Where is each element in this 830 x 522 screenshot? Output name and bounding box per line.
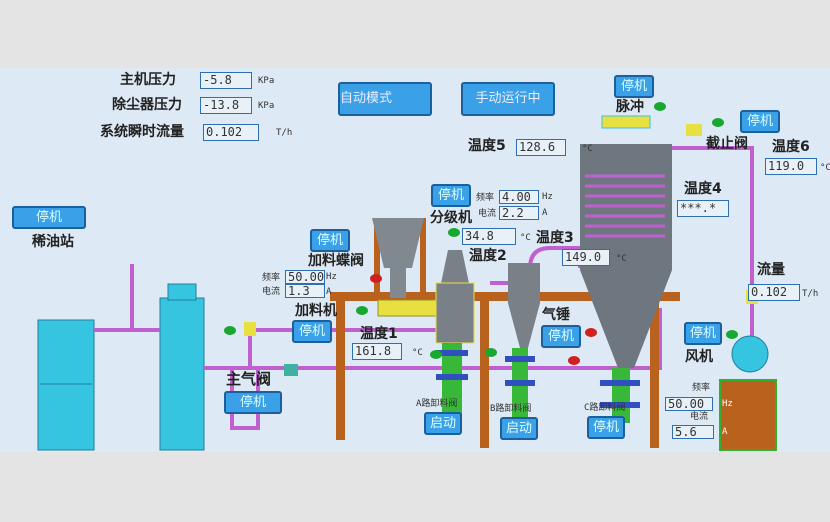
discharge-a-start-button[interactable]: 启动: [424, 412, 462, 435]
air-hammer-stop-button[interactable]: 停机: [541, 325, 581, 348]
auto-mode-button[interactable]: 自动模式: [338, 82, 432, 116]
shutoff-valve-indicator: [712, 118, 724, 127]
current-label: 电流: [478, 209, 497, 219]
pressure-unit: KPa: [258, 101, 275, 111]
temp5-label: 温度5: [468, 138, 506, 154]
classifier-stop-button[interactable]: 停机: [431, 184, 471, 207]
fan-stop-button[interactable]: 停机: [684, 322, 722, 345]
pulse-status-indicator: [654, 102, 666, 111]
temp2-value: 34.8: [462, 228, 516, 245]
temp4-value: ***.*: [677, 200, 729, 217]
oil-station-tank: [37, 319, 95, 451]
hmi-screen: 主机压力 -5.8 KPa 除尘器压力 -13.8 KPa 系统瞬时流量 0.1…: [0, 68, 830, 452]
feed-valve-stop-button[interactable]: 停机: [310, 229, 350, 252]
discharge-a-valve: [442, 343, 462, 423]
feeder-screw: [377, 299, 441, 317]
hz-unit: Hz: [542, 192, 553, 202]
current-label: 电流: [262, 287, 281, 297]
hz-unit: Hz: [326, 272, 337, 282]
amp-unit: A: [722, 427, 728, 437]
discharge-a-indicator: [430, 350, 442, 359]
fan-label: 风机: [685, 349, 713, 365]
temp-unit: °C: [412, 348, 423, 358]
oil-station-label: 稀油站: [32, 234, 74, 250]
pulse-header: [601, 115, 651, 129]
main-air-valve-icon: [284, 364, 298, 376]
flow-unit: T/h: [276, 128, 293, 138]
shutoff-valve-label: 截止阀: [706, 136, 748, 152]
temp-unit: °C: [520, 233, 531, 243]
current-label: 电流: [690, 412, 709, 422]
pulse-label: 脉冲: [616, 99, 644, 115]
oil-tank: [159, 297, 205, 451]
temp6-label: 温度6: [772, 139, 810, 155]
temp3-label: 温度3: [536, 230, 574, 246]
pulse-stop-button[interactable]: 停机: [614, 75, 654, 98]
flow-value: 0.102: [203, 124, 259, 141]
classifier-indicator: [448, 228, 460, 237]
flow-label: 系统瞬时流量: [100, 124, 184, 140]
feeder-stop-button[interactable]: 停机: [292, 320, 332, 343]
air-hammer-indicator: [585, 328, 597, 337]
discharge-c-label: C路卸料阀: [584, 403, 626, 413]
discharge-c-valve: [612, 368, 630, 423]
temp6-value: 119.0: [765, 158, 817, 175]
discharge-c-stop-button[interactable]: 停机: [587, 416, 625, 439]
temp3-value: 149.0: [562, 249, 610, 266]
classifier-label: 分级机: [430, 210, 472, 226]
main-pressure-value: -5.8: [200, 72, 252, 89]
dust-pressure-label: 除尘器压力: [112, 97, 182, 113]
main-air-valve-stop-button[interactable]: 停机: [224, 391, 282, 414]
feed-valve-indicator: [370, 274, 382, 283]
shutoff-valve-icon: [686, 124, 702, 136]
flow2-label: 流量: [757, 262, 785, 278]
dust-pressure-value: -13.8: [200, 97, 252, 114]
main-pressure-label: 主机压力: [120, 72, 176, 88]
fan-current: 5.6: [672, 425, 714, 439]
discharge-b-start-button[interactable]: 启动: [500, 417, 538, 440]
main-air-valve-label: 主气阀: [226, 370, 272, 388]
fan-icon: [731, 335, 769, 373]
freq-label: 频率: [262, 273, 281, 283]
fan-motor: [719, 379, 777, 451]
pipes: [94, 146, 754, 430]
temp5-value: 128.6: [516, 139, 566, 156]
manual-run-button[interactable]: 手动运行中: [461, 82, 555, 116]
heating-coils: [585, 174, 665, 238]
temp-unit: °C: [582, 144, 593, 154]
feeder-freq: 50.00: [285, 270, 325, 284]
fan-indicator: [726, 330, 738, 339]
amp-unit: A: [542, 208, 548, 218]
process-diagram: [37, 115, 777, 451]
amp-unit: A: [326, 287, 332, 297]
feed-valve-label: 加料蝶阀: [308, 253, 364, 269]
air-hammer-label: 气锤: [542, 307, 570, 323]
temp4-label: 温度4: [684, 181, 722, 197]
discharge-a-label: A路卸料阀: [416, 399, 458, 409]
discharge-b-label: B路卸料阀: [490, 404, 532, 414]
shutoff-valve-stop-button[interactable]: 停机: [740, 110, 780, 133]
main-air-indicator: [224, 326, 236, 335]
classifier-freq: 4.00: [499, 190, 539, 204]
steel-frame: [330, 218, 680, 448]
feeder-label: 加料机: [295, 303, 337, 319]
temp2-label: 温度2: [469, 248, 507, 264]
temp-unit: °C: [616, 254, 627, 264]
discharge-c-indicator: [568, 356, 580, 365]
feeder-current: 1.3: [285, 284, 325, 298]
temp1-value: 161.8: [352, 343, 402, 360]
freq-label: 频率: [692, 383, 711, 393]
flow2-value: 0.102: [748, 284, 800, 301]
classifier-current: 2.2: [499, 206, 539, 220]
freq-label: 频率: [476, 193, 495, 203]
discharge-b-indicator: [485, 348, 497, 357]
temp-unit: °C: [820, 163, 830, 173]
feeder-indicator: [356, 306, 368, 315]
flow-unit: T/h: [802, 289, 819, 299]
oil-station-stop-button[interactable]: 停机: [12, 206, 86, 229]
pressure-unit: KPa: [258, 76, 275, 86]
hz-unit: Hz: [722, 399, 733, 409]
temp1-label: 温度1: [360, 326, 398, 342]
fan-freq: 50.00: [665, 397, 713, 411]
